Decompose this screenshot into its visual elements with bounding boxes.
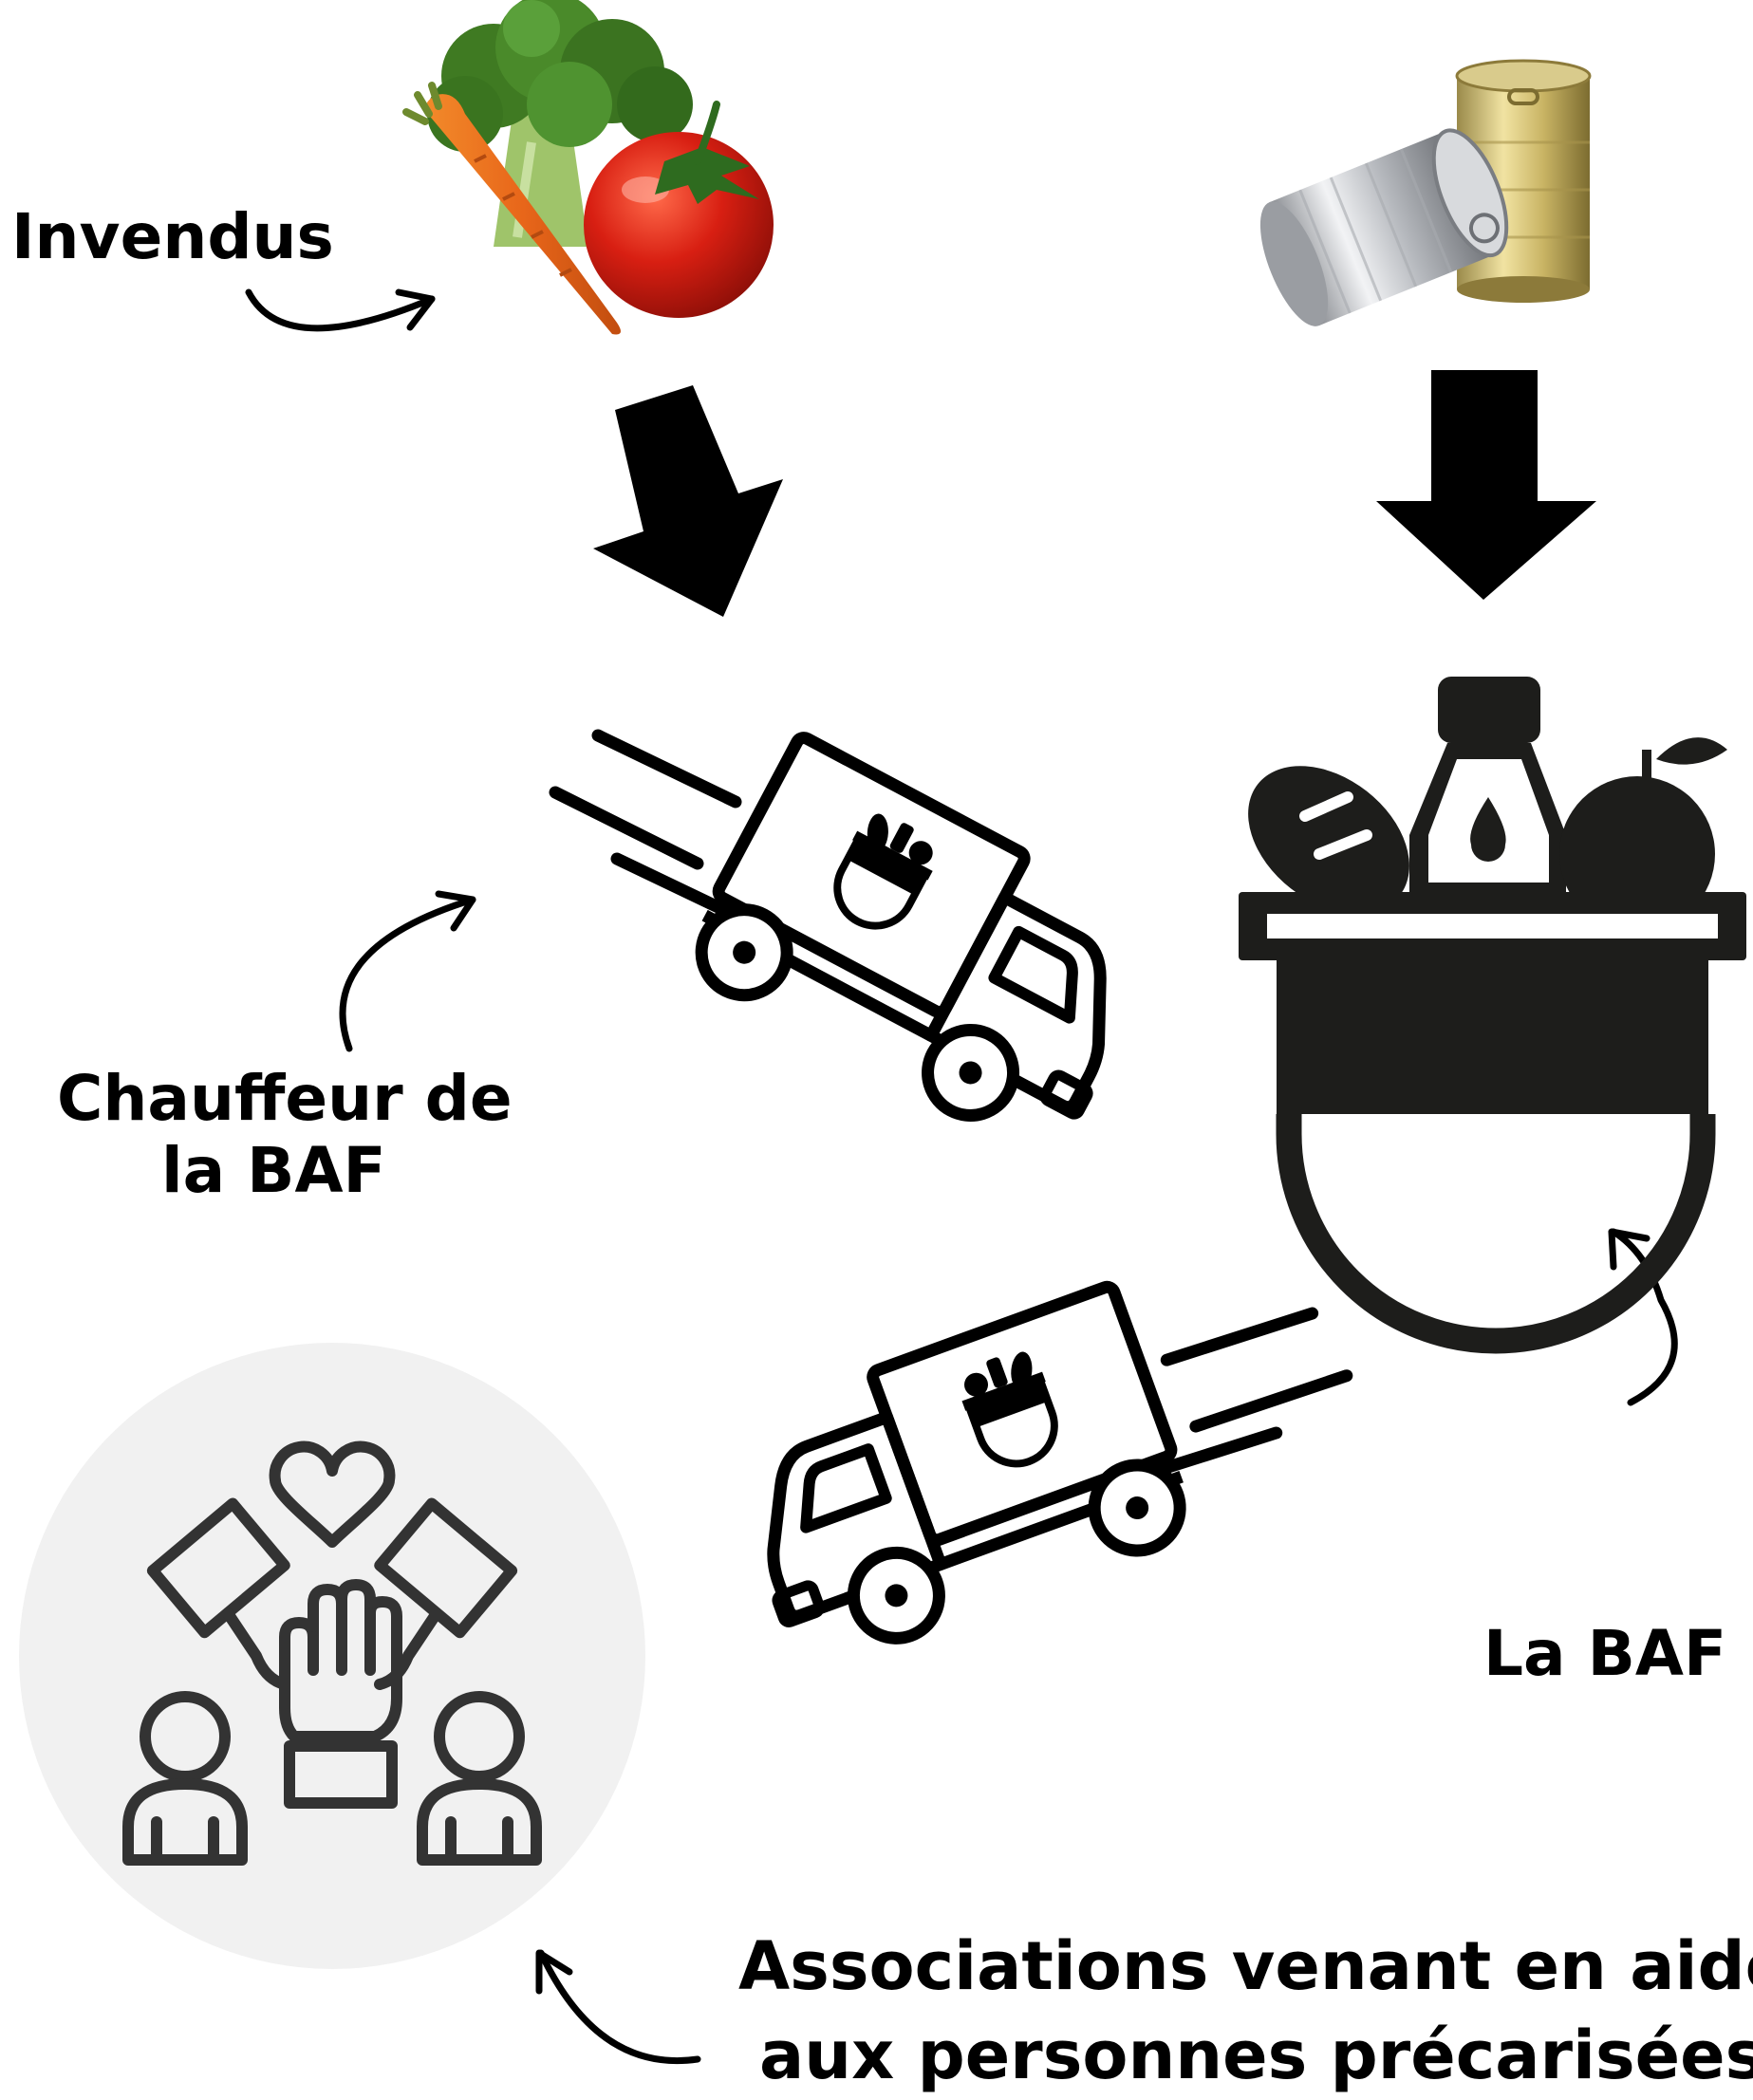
food-basket-icon [1239,677,1746,1354]
label-invendus: Invendus [11,200,334,273]
down-arrow-icon [1376,370,1596,600]
label-chauffeur-line2: la BAF [161,1134,386,1207]
label-associations-line2: aux personnes précarisées [759,2016,1753,2094]
down-arrow-icon [593,385,783,617]
carrot [402,82,621,335]
silver-can [1259,128,1509,326]
label-associations-line1: Associations venant en aide [738,1927,1753,2005]
delivery-truck-icon [555,735,1173,1164]
curved-arrow-icon [245,288,436,332]
tomato [584,101,774,318]
canned-food-icon [1259,59,1592,326]
curved-arrow-icon [339,890,476,1052]
community-help-icon [19,1343,645,1969]
delivery-truck-icon [682,1233,1354,1743]
curved-arrow-icon [1608,1228,1678,1406]
label-la-baf: La BAF [1483,1617,1726,1690]
vegetables-icon [402,0,774,335]
curved-arrow-icon [535,1949,701,2065]
label-chauffeur-line1: Chauffeur de [57,1062,513,1135]
